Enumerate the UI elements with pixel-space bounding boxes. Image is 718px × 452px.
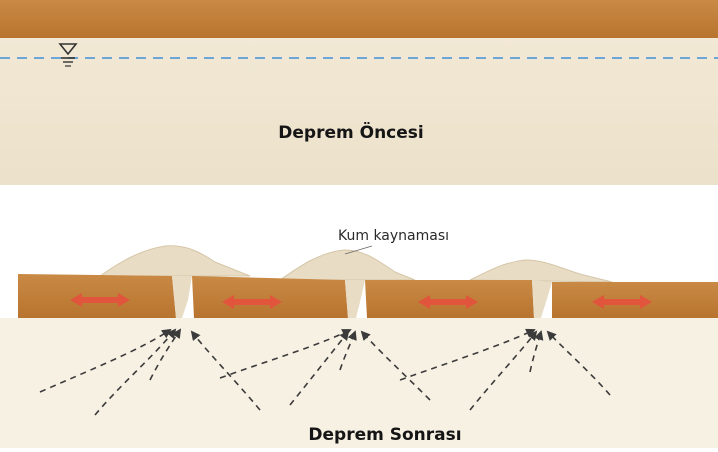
sand-boil-label: Kum kaynaması — [338, 228, 449, 244]
sand-vent-3 — [532, 280, 552, 318]
before-panel — [0, 0, 718, 185]
sand-mound-right — [470, 260, 612, 282]
sand-mound-left — [100, 246, 250, 276]
clay-block-1 — [18, 274, 176, 318]
sand-vent-2 — [345, 280, 365, 318]
sand-mound-center — [280, 250, 415, 280]
before-title: Deprem Öncesi — [0, 123, 710, 143]
after-panel — [0, 246, 718, 448]
before-clay-layer — [0, 0, 718, 38]
after-title: Deprem Sonrası — [26, 425, 718, 445]
